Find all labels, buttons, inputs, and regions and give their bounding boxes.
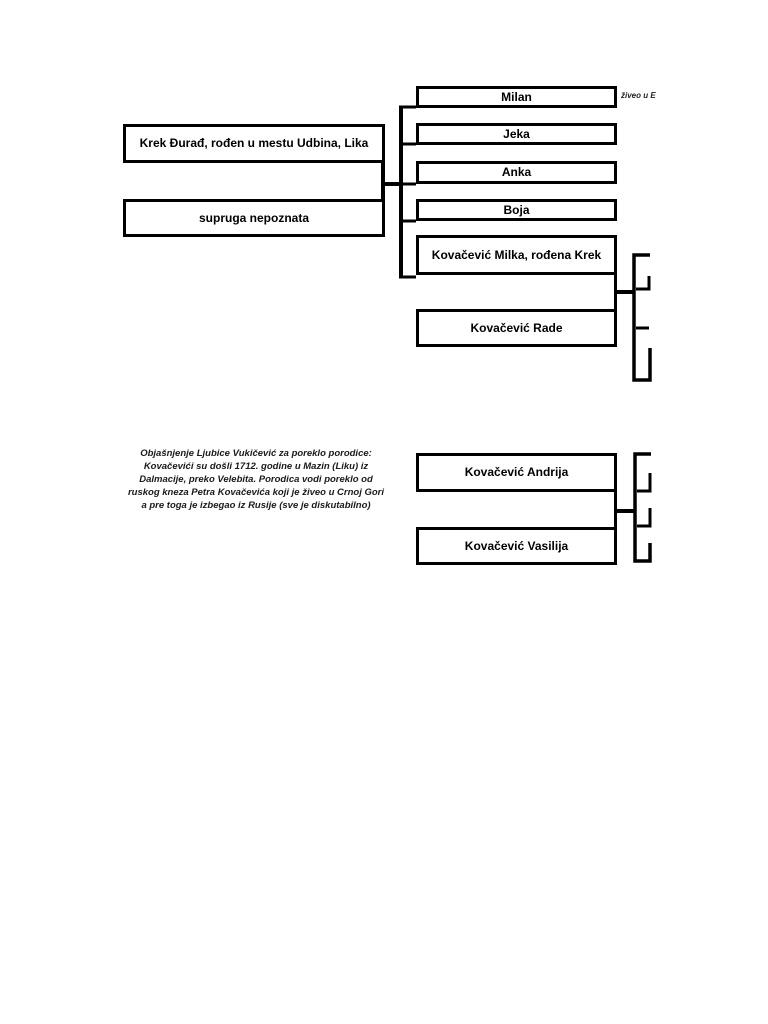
- note-line-5: a pre toga je izbegao iz Rusije (sve je …: [141, 500, 371, 511]
- spouse-box-rade: Kovačević Rade: [416, 309, 617, 347]
- father-box: Krek Đurađ, rođen u mestu Udbina, Lika: [123, 124, 385, 163]
- husband-box-andrija: Kovačević Andrija: [416, 453, 617, 492]
- child-box-anka: Anka: [416, 161, 617, 184]
- note-line-1: Objašnjenje Ljubice Vukičević za poreklo…: [140, 448, 372, 459]
- child-box-milka: Kovačević Milka, rođena Krek: [416, 235, 617, 275]
- children-spine: [399, 105, 416, 279]
- note-line-2: Kovačevići su došli 1712. godine u Mazin…: [143, 461, 369, 472]
- note-line-4: ruskog kneza Petra Kovačevića koji je ži…: [127, 487, 385, 498]
- child-box-milan: Milan: [416, 86, 617, 108]
- milka-rade-couple-bracket: [614, 237, 652, 382]
- andrija-vasilija-couple-bracket: [614, 452, 652, 563]
- parents-couple-bracket: [381, 126, 401, 235]
- note-line-3: Dalmacije, preko Velebita. Porodica vodi…: [139, 474, 373, 485]
- mother-box: supruga nepoznata: [123, 199, 385, 237]
- child-box-boja: Boja: [416, 199, 617, 221]
- wife-box-vasilija: Kovačević Vasilija: [416, 527, 617, 565]
- milan-side-note: živeo u E: [621, 91, 656, 100]
- origin-explanation-note: Objašnjenje Ljubice Vukičević za poreklo…: [118, 447, 394, 512]
- child-box-jeka: Jeka: [416, 123, 617, 145]
